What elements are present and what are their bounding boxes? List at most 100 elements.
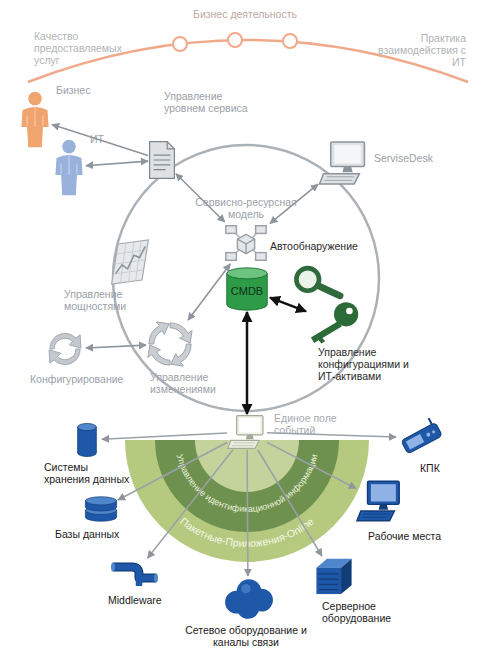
connector-arrow bbox=[86, 161, 148, 166]
computer-icon-part bbox=[342, 167, 352, 173]
middleware-icon-part bbox=[113, 567, 156, 578]
service-model-icon-part bbox=[237, 234, 254, 253]
cycle-arrows-icon-part bbox=[148, 322, 192, 366]
person-icon bbox=[18, 88, 52, 150]
cmdb-label: CMDB bbox=[224, 285, 270, 297]
chart-icon-part bbox=[116, 246, 146, 273]
connector-arrow bbox=[188, 264, 230, 320]
icon-node: ServiseDesk bbox=[318, 140, 370, 186]
header-label: Бизнес деятельность bbox=[180, 8, 310, 20]
middleware-icon bbox=[110, 558, 160, 590]
person-icon-part bbox=[21, 107, 48, 147]
icon-node: Рабочие места bbox=[356, 478, 404, 524]
node-label: Базы данных bbox=[55, 528, 119, 540]
middleware-icon-part bbox=[111, 563, 115, 572]
computer-icon-part bbox=[357, 511, 394, 521]
cycle-arrows-icon-part-part bbox=[149, 322, 169, 344]
icon-node: Управление мощностями bbox=[110, 240, 150, 284]
computer-icon-part bbox=[368, 481, 400, 504]
icon-node: Сервисно-ресурсная модель bbox=[222, 222, 270, 264]
icon-node: Middleware bbox=[110, 558, 160, 590]
node-label: Рабочие места bbox=[368, 530, 441, 542]
icon-node: Единое поле событий bbox=[227, 414, 267, 450]
middleware-icon-part bbox=[154, 574, 158, 583]
connector-arrow bbox=[267, 433, 396, 437]
node-label: Middleware bbox=[108, 594, 162, 606]
computer-icon-part bbox=[362, 514, 390, 517]
key-icon-part bbox=[346, 308, 353, 315]
connector-arrow bbox=[246, 450, 248, 576]
connector-arrow bbox=[246, 312, 249, 414]
person-icon bbox=[52, 136, 86, 198]
arc-dot bbox=[283, 34, 297, 48]
magnifier-icon-part bbox=[318, 286, 340, 296]
middleware-icon-part bbox=[136, 578, 143, 586]
icon-node: Управление конфигурациями и ИТ-активами bbox=[306, 300, 362, 344]
server-icon bbox=[312, 556, 356, 596]
chart-icon-part bbox=[113, 241, 146, 283]
arc-dot bbox=[228, 33, 242, 47]
network-cloud-icon bbox=[222, 576, 274, 620]
node-label: Автообнаружение bbox=[270, 240, 358, 252]
pda-icon-part-part bbox=[429, 418, 432, 424]
key-icon bbox=[306, 300, 362, 344]
node-label: Конфигурирование bbox=[30, 373, 123, 385]
computer-icon-part bbox=[237, 416, 263, 435]
connector-arrow bbox=[102, 433, 227, 439]
icon-node: ИТ bbox=[52, 136, 86, 198]
pda-icon-part-part bbox=[426, 432, 431, 437]
node-label: Управление мощностями bbox=[64, 288, 136, 312]
icon-node: Управление изменениями bbox=[146, 320, 194, 368]
computer-icon bbox=[356, 478, 404, 524]
person-icon-part bbox=[61, 156, 77, 175]
header-label: Практика взаимодействия с ИТ bbox=[366, 32, 466, 68]
service-model-icon-part bbox=[256, 253, 267, 261]
node-label: Сетевое оборудование и каналы связи bbox=[184, 624, 308, 648]
icon-node: Конфигурирование bbox=[44, 328, 86, 370]
service-model-icon-part bbox=[226, 226, 237, 234]
server-icon-part bbox=[341, 559, 352, 594]
document-icon-part bbox=[154, 155, 171, 169]
cycle-arrows-icon-part-part bbox=[171, 344, 191, 366]
computer-icon bbox=[227, 414, 267, 450]
configure-icon-part-part bbox=[49, 349, 80, 365]
computer-icon-part bbox=[334, 145, 361, 163]
computer-icon-part bbox=[371, 484, 396, 501]
server-icon-part bbox=[316, 568, 341, 594]
connector-arrow bbox=[52, 125, 148, 156]
icon-node: Автообнаружение bbox=[290, 264, 346, 300]
connector-arrow bbox=[148, 450, 233, 558]
chart-icon-part bbox=[112, 240, 149, 284]
icon-node: КПК bbox=[396, 418, 446, 458]
connector-arrow bbox=[270, 184, 318, 223]
service-model-icon-part bbox=[237, 239, 254, 253]
configure-icon bbox=[44, 328, 86, 370]
computer-icon bbox=[318, 140, 370, 186]
node-label: Серверное оборудование bbox=[322, 600, 402, 624]
computer-icon-part bbox=[228, 440, 259, 448]
connector-arrow bbox=[118, 443, 227, 501]
pda-icon bbox=[396, 418, 446, 458]
person-icon-part bbox=[62, 140, 76, 154]
node-label: КПК bbox=[420, 462, 440, 474]
server-icon-part bbox=[319, 574, 338, 590]
computer-icon-part bbox=[325, 177, 355, 181]
node-label: Единое поле событий bbox=[274, 412, 344, 436]
document-icon-part bbox=[150, 142, 175, 179]
arc-dot bbox=[173, 37, 187, 51]
pda-icon-part-part bbox=[432, 430, 436, 434]
person-icon-part bbox=[28, 92, 42, 106]
person-icon-part bbox=[27, 108, 43, 127]
connector-arrow bbox=[267, 442, 356, 488]
database-cylinder-part bbox=[227, 268, 267, 279]
network-cloud-icon-part bbox=[241, 584, 250, 593]
pda-icon-part-part bbox=[401, 422, 442, 454]
key-icon-part bbox=[334, 302, 358, 326]
service-model-icon bbox=[222, 222, 270, 264]
document-icon bbox=[148, 140, 176, 180]
document-icon-part bbox=[167, 142, 174, 149]
storage-icon bbox=[72, 422, 102, 458]
chart-icon bbox=[110, 240, 150, 284]
node-label: Бизнес bbox=[56, 84, 90, 96]
